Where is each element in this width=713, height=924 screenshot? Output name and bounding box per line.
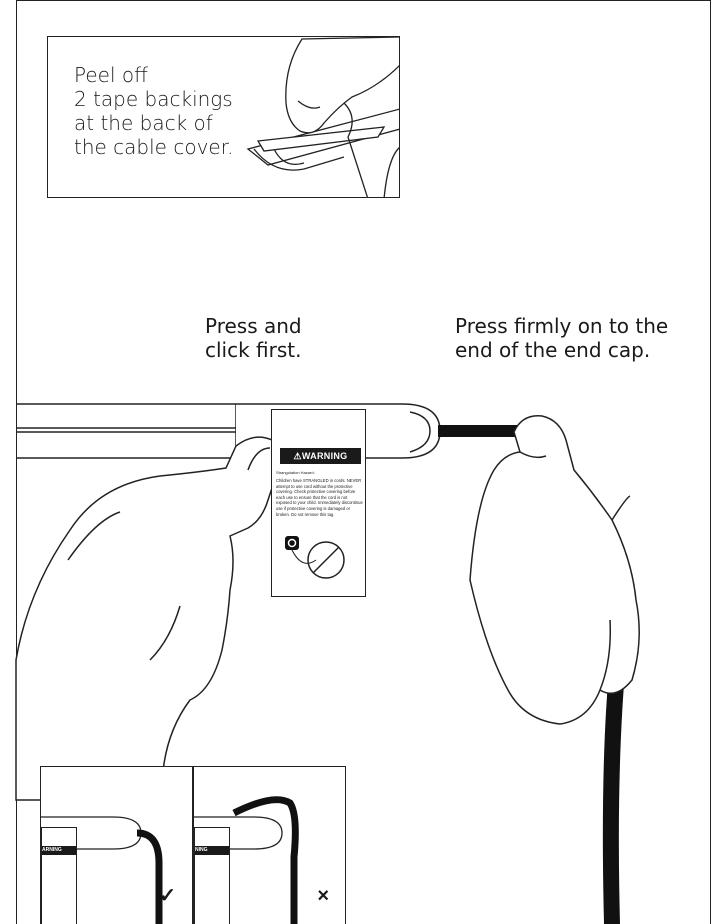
- peel-tape-callout: Peel off 2 tape backings at the back of …: [47, 36, 400, 198]
- incorrect-routing-inset: NING ×: [193, 766, 346, 924]
- press-firmly-label: Press firmly on to the end of the end ca…: [455, 314, 668, 362]
- check-icon: ✓: [159, 886, 176, 906]
- label-line: click first.: [205, 338, 302, 362]
- mini-warning-tag: NING: [194, 827, 230, 924]
- mini-warning-header: ARNING: [42, 846, 76, 855]
- correct-routing-inset: ARNING ✓: [40, 766, 193, 924]
- no-child-icon: [272, 410, 366, 597]
- warning-tag: ⚠WARNING Strangulation Hazard: Children …: [271, 409, 366, 597]
- mini-warning-header: NING: [195, 846, 229, 855]
- hand-peeling-tape-icon: [48, 37, 400, 198]
- label-line: Press firmly on to the: [455, 314, 668, 338]
- press-and-click-label: Press and click first.: [205, 314, 302, 362]
- cable-cover-icon: [16, 404, 236, 458]
- label-line: end of the end cap.: [455, 338, 668, 362]
- right-hand-icon: [470, 416, 639, 724]
- label-line: Press and: [205, 314, 302, 338]
- cross-icon: ×: [317, 886, 329, 906]
- left-hand-icon: [16, 437, 281, 800]
- mini-warning-tag: ARNING: [41, 827, 77, 924]
